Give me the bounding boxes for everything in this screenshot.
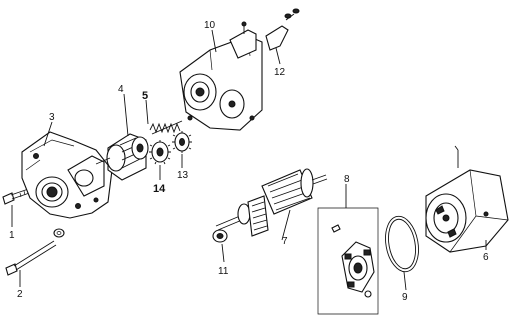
through-bolt-part-2 (5, 228, 65, 276)
callout-12: 12 (274, 67, 286, 78)
callout-9: 9 (402, 292, 408, 303)
callout-labels: 1 2 3 4 5 14 13 10 12 7 11 8 9 6 (9, 20, 489, 303)
callout-14: 14 (153, 183, 166, 195)
callout-4: 4 (118, 84, 124, 95)
callout-10: 10 (204, 20, 216, 31)
idler-gear-part-14 (149, 140, 171, 165)
solenoid-switch-part-10 (179, 21, 263, 131)
callout-3: 3 (49, 112, 55, 123)
end-cap-part-11 (212, 229, 228, 243)
overrunning-clutch-part-4 (95, 133, 149, 181)
callout-11: 11 (218, 266, 229, 277)
spring-part-5 (149, 120, 183, 135)
brush-holder-part-8 (317, 184, 379, 315)
armature-part-7 (215, 168, 328, 237)
terminal-bracket-part-12 (265, 8, 300, 51)
callout-8: 8 (344, 174, 350, 185)
callout-1: 1 (9, 230, 15, 241)
callout-5: 5 (142, 90, 148, 102)
callout-13: 13 (177, 170, 189, 181)
front-housing-part-3 (21, 131, 113, 219)
gear-part-13 (172, 131, 192, 153)
callout-6: 6 (483, 252, 489, 263)
callout-7: 7 (282, 236, 288, 247)
leader-lines (11, 29, 487, 291)
yoke-part-6 (425, 145, 509, 253)
callout-2: 2 (17, 289, 23, 300)
o-ring-part-9 (385, 215, 419, 273)
